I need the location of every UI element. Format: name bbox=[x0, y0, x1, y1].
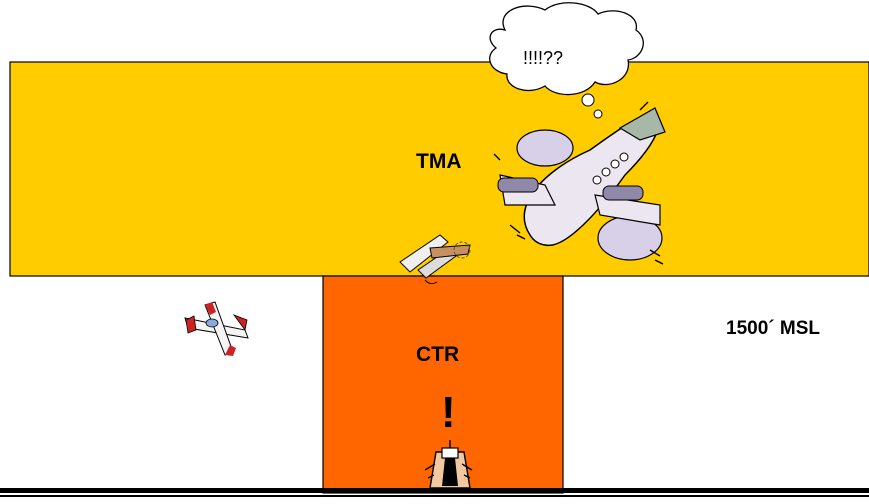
thought-bubble-text: !!!!?? bbox=[523, 48, 564, 68]
tma-label: TMA bbox=[416, 150, 462, 173]
ctr-label: CTR bbox=[416, 343, 460, 366]
altitude-label: 1500´ MSL bbox=[726, 318, 820, 339]
biplane-icon bbox=[399, 234, 471, 285]
thought-bubble bbox=[489, 2, 644, 119]
airliner-icon bbox=[493, 101, 666, 265]
control-tower-icon bbox=[424, 440, 473, 489]
ground-line bbox=[0, 488, 869, 497]
warning-mark: ! bbox=[441, 388, 456, 437]
small-plane-icon bbox=[184, 301, 249, 356]
